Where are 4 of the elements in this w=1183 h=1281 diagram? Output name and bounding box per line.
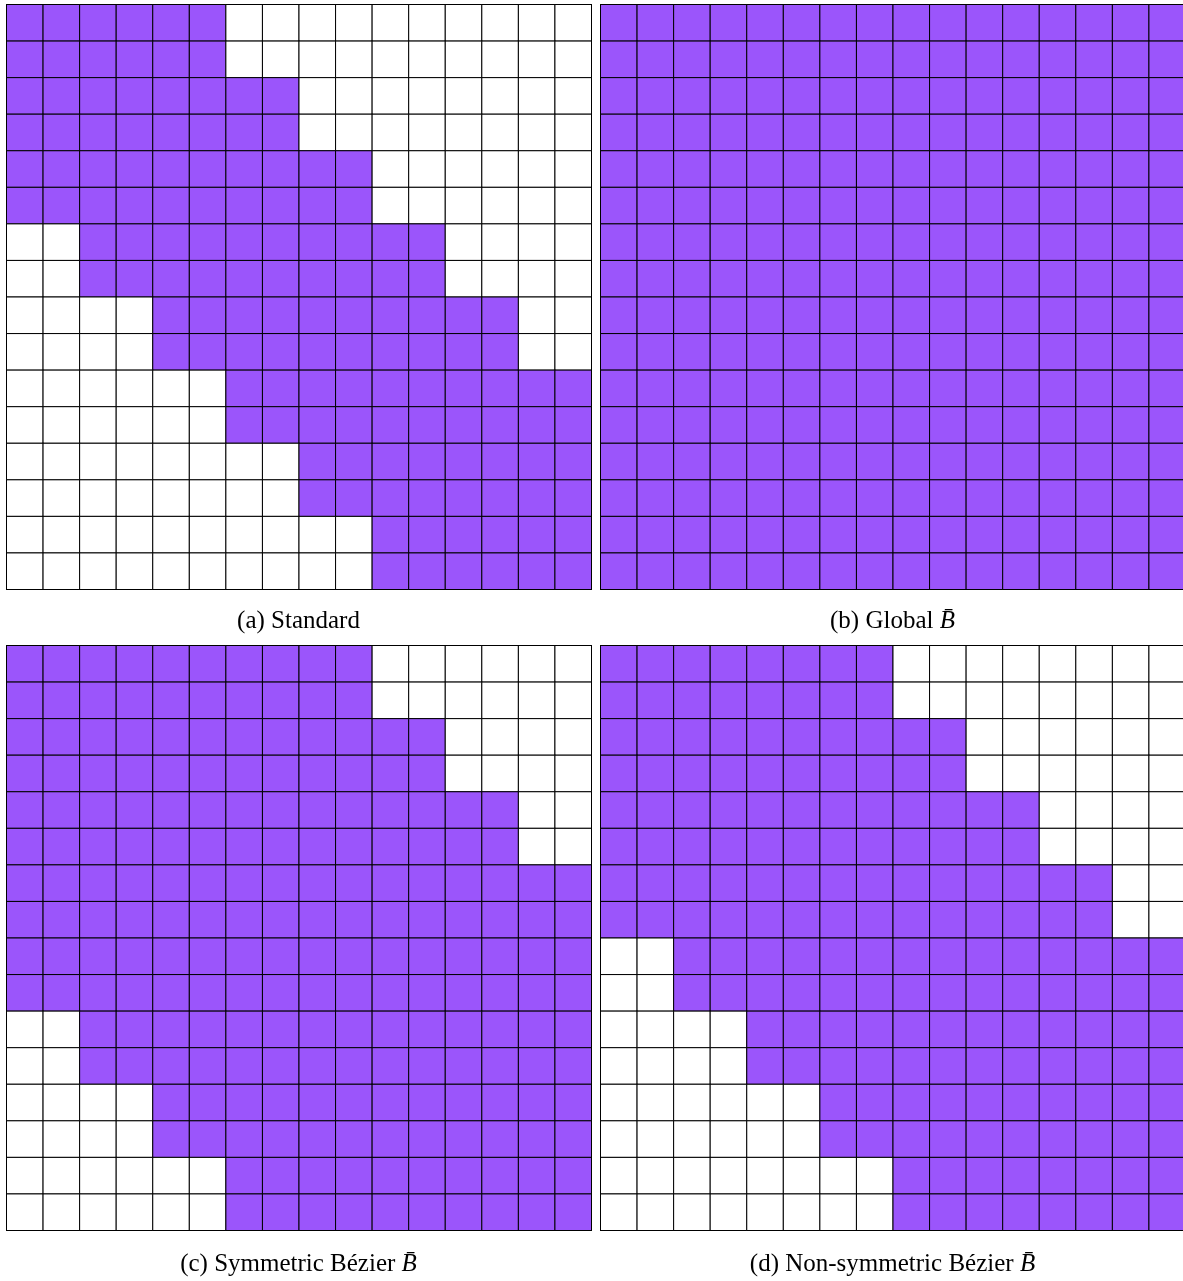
figure-caption: (c) Symmetric Bézier B̄ (180, 1249, 417, 1276)
figure-caption: (b) Global B̄ (830, 606, 955, 633)
figure-caption: (a) Standard (237, 606, 360, 633)
figure-caption: (d) Non-symmetric Bézier B̄ (749, 1249, 1036, 1276)
